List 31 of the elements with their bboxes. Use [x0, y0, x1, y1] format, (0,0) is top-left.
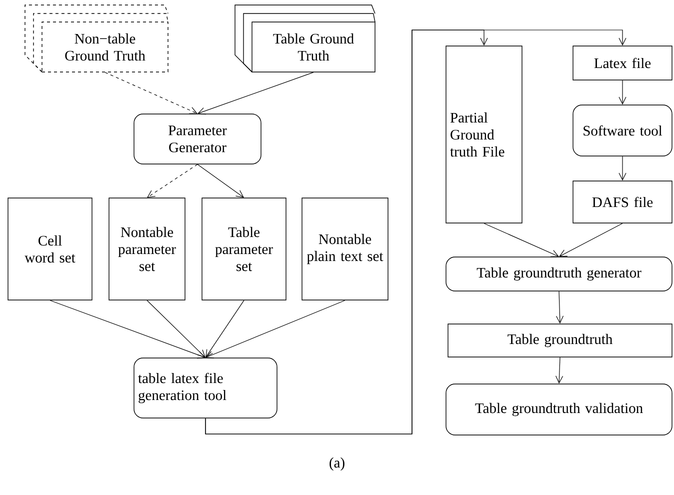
stacked-document-box: Non−table Ground Truth: [24, 4, 168, 72]
rounded-process-box: Table groundtruth generator: [446, 256, 672, 292]
arrow: [104, 72, 198, 114]
rounded-process-box: Software tool: [572, 104, 672, 156]
arrow: [198, 72, 314, 115]
process-box: Cell word set: [8, 198, 92, 300]
arrow: [559, 223, 623, 257]
process-box: Nontable plain text set: [302, 198, 388, 300]
stacked-document-box: Table Ground Truth: [234, 4, 376, 72]
arrow: [205, 30, 626, 434]
arrow: [50, 300, 206, 359]
process-box: Latex file: [572, 46, 672, 80]
process-box: Table parameter set: [202, 198, 286, 300]
arrow: [556, 357, 564, 384]
caption-label: (a): [330, 457, 344, 471]
arrow: [206, 300, 244, 358]
process-box: Table groundtruth: [448, 324, 672, 358]
process-box: DAFS file: [572, 180, 672, 224]
arrow: [618, 156, 626, 181]
arrow: [197, 164, 244, 198]
arrow: [206, 300, 346, 358]
arrow: [146, 300, 206, 358]
arrow: [484, 223, 559, 258]
process-box: Partial Ground truth File: [446, 46, 522, 224]
process-box: Nontable parameter set: [108, 198, 186, 300]
arrow: [618, 80, 626, 105]
rounded-process-box: Table groundtruth validation: [446, 384, 672, 436]
rounded-process-box: Parameter Generator: [134, 114, 262, 164]
rounded-process-box: table latex file generation tool: [134, 358, 278, 418]
arrow: [147, 164, 198, 198]
arrow: [556, 291, 564, 324]
